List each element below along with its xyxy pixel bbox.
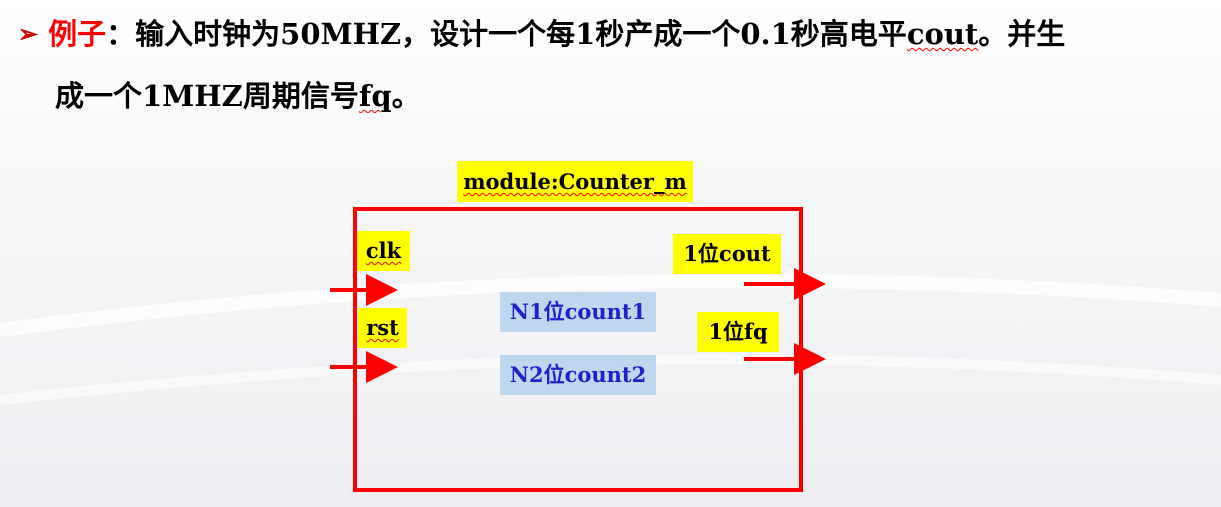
register-count2: N2位count2 bbox=[500, 355, 656, 395]
pin-rst: rst bbox=[358, 308, 407, 348]
register-count1-label: N1位count1 bbox=[509, 299, 647, 324]
heading-line2-text-b: 。 bbox=[391, 79, 421, 113]
pin-fq-label: 1位fq bbox=[708, 319, 768, 344]
module-name-label: module:Counter_m bbox=[457, 161, 693, 202]
heading-text-a: 输入时钟为50MHZ，设计一个每1秒产成一个0.1秒高电平 bbox=[135, 17, 907, 51]
register-count1: N1位count1 bbox=[500, 292, 656, 332]
bullet-arrow-icon: ➢ bbox=[18, 19, 39, 48]
heading-text-b: 。并生 bbox=[978, 17, 1066, 51]
heading-line-2: 成一个1MHZ周期信号fq。 bbox=[55, 76, 421, 116]
pin-fq: 1位fq bbox=[697, 312, 779, 352]
heading-line2-text-a: 成一个1MHZ周期信号 bbox=[55, 79, 359, 113]
heading-fq: fq bbox=[358, 79, 392, 113]
pin-clk-label: clk bbox=[365, 238, 402, 263]
module-name-text: module:Counter_m bbox=[463, 169, 687, 194]
pin-cout-label: 1位cout bbox=[683, 241, 771, 266]
pin-cout: 1位cout bbox=[673, 234, 781, 274]
example-label: 例子 bbox=[48, 17, 107, 51]
heading-cout: cout bbox=[906, 17, 979, 51]
register-count2-label: N2位count2 bbox=[509, 362, 647, 387]
pin-clk: clk bbox=[357, 231, 410, 271]
pin-rst-label: rst bbox=[366, 315, 399, 340]
heading-line-1: ➢ 例子：输入时钟为50MHZ，设计一个每1秒产成一个0.1秒高电平cout。并生 bbox=[18, 14, 1208, 54]
heading-colon: ： bbox=[106, 17, 136, 51]
